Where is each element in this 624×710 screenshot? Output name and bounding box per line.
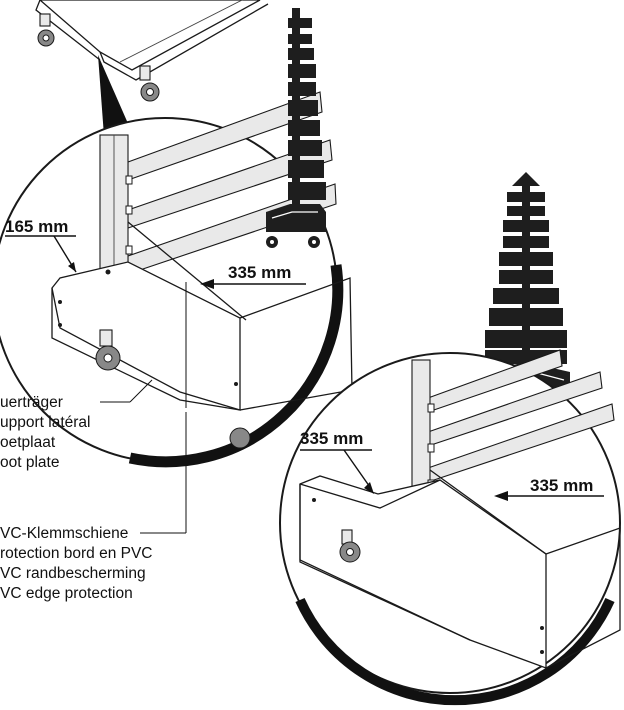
label-line: rotection bord en PVC: [0, 545, 153, 562]
dimension-335-right-left: 335 mm: [300, 429, 374, 494]
dimension-label: 165 mm: [5, 217, 68, 236]
detail-circle-right: [279, 349, 621, 706]
dimension-label: 335 mm: [530, 476, 593, 495]
caster-wheel: [139, 65, 160, 102]
label-line: upport latéral: [0, 414, 90, 431]
label-line: VC-Klemmschiene: [0, 525, 128, 542]
assembly-arrow: [98, 55, 130, 136]
foot-plate-callout: uerträger upport latéral oetplaat oot pl…: [0, 379, 153, 471]
label-line: oetplaat: [0, 434, 56, 451]
label-line: VC edge protection: [0, 585, 133, 602]
label-line: VC randbescherming: [0, 565, 146, 582]
cart-top-fragment: [35, 0, 269, 102]
label-line: uerträger: [0, 394, 63, 411]
label-line: oot plate: [0, 454, 59, 471]
dimension-label: 335 mm: [228, 263, 291, 282]
dimension-335-right-right: 335 mm: [494, 476, 604, 501]
foot-plate: [51, 261, 241, 411]
cart-silhouette-small: [266, 8, 326, 248]
edge-protection-callout: VC-Klemmschiene rotection bord en PVC VC…: [0, 412, 187, 602]
detail-circle-left: [0, 91, 353, 468]
dimension-335-left: 335 mm: [185, 263, 306, 408]
dimension-label: 335 mm: [300, 429, 363, 448]
dimension-165: 165 mm: [5, 217, 77, 273]
caster-wheel: [37, 13, 55, 47]
